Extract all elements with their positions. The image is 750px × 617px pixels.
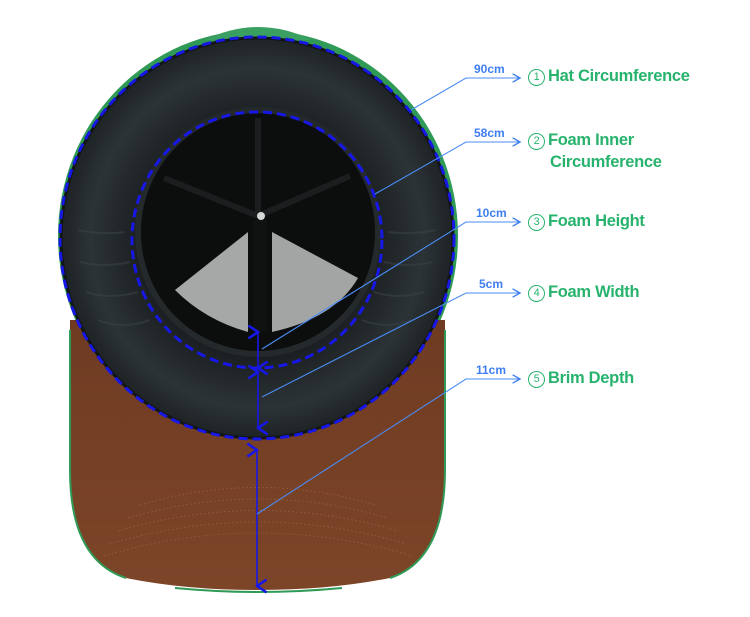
callout-number-1: 1 (528, 69, 545, 86)
brim-depth-value: 11cm (476, 363, 507, 377)
leader-line-2 (374, 142, 520, 195)
leader-line-4 (261, 293, 520, 398)
callout-number-3: 3 (528, 214, 545, 231)
foam-width-value: 5cm (479, 277, 504, 291)
callout-text-2: Foam Inner (548, 131, 634, 149)
callout-text-3: Foam Height (548, 212, 645, 230)
callout-text-4: Foam Width (548, 283, 640, 301)
foam-inner-circumference-value: 58cm (474, 126, 505, 140)
callout-number-4: 4 (528, 285, 545, 302)
callout-number-2: 2 (528, 133, 545, 150)
hat-circumference-outline (58, 35, 456, 441)
crown-panel-left (175, 232, 248, 332)
callout-text-2-line2: Circumference (550, 153, 662, 171)
hat-circumference-value: 90cm (474, 62, 505, 76)
callout-number-5: 5 (528, 371, 545, 388)
leader-line-1 (410, 78, 520, 111)
callout-text-1: Hat Circumference (548, 67, 690, 85)
callout-text-5: Brim Depth (548, 369, 634, 387)
crown-panel-right (272, 232, 358, 332)
leader-line-5 (256, 379, 520, 515)
crown-button (257, 212, 265, 220)
leader-line-3 (261, 222, 520, 350)
foam-height-value: 10cm (476, 206, 507, 220)
